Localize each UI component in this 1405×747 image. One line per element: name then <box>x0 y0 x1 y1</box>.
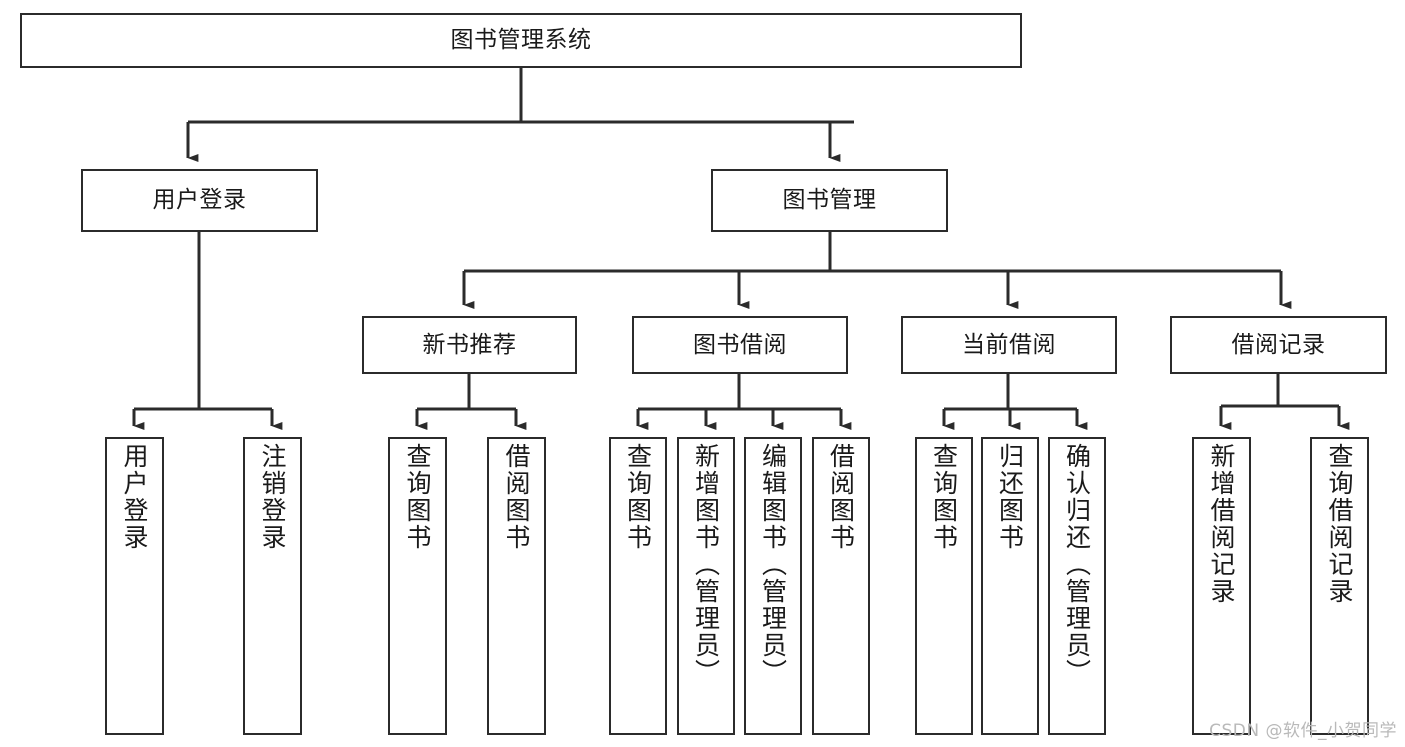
node-leaf-logout-login-label: 注销登录 <box>258 443 287 551</box>
node-leaf-add-borrow-record[interactable]: 新增借阅记录 <box>1192 437 1251 735</box>
node-book-manage[interactable]: 图书管理 <box>711 169 948 232</box>
node-leaf-confirm-return-admin[interactable]: 确认归还（管理员） <box>1048 437 1106 735</box>
node-leaf-user-login-label: 用户登录 <box>120 443 149 551</box>
node-leaf-edit-book-admin[interactable]: 编辑图书（管理员） <box>744 437 802 735</box>
node-leaf-query-book-2-label: 查询图书 <box>623 443 653 551</box>
node-leaf-borrow-book-2[interactable]: 借阅图书 <box>812 437 870 735</box>
node-leaf-confirm-return-admin-label: 确认归还（管理员） <box>1062 443 1092 686</box>
node-leaf-query-book-3-label: 查询图书 <box>929 443 959 551</box>
node-user-login[interactable]: 用户登录 <box>81 169 318 232</box>
node-leaf-add-book-admin-label: 新增图书（管理员） <box>691 443 721 686</box>
node-leaf-return-book[interactable]: 归还图书 <box>981 437 1039 735</box>
node-leaf-query-book-3[interactable]: 查询图书 <box>915 437 973 735</box>
node-new-book-recommend-label: 新书推荐 <box>422 331 517 358</box>
node-leaf-query-book-2[interactable]: 查询图书 <box>609 437 667 735</box>
node-leaf-edit-book-admin-label: 编辑图书（管理员） <box>758 443 788 686</box>
node-current-borrow-label: 当前借阅 <box>962 331 1056 358</box>
node-leaf-add-borrow-record-label: 新增借阅记录 <box>1207 443 1236 605</box>
node-leaf-borrow-book-2-label: 借阅图书 <box>826 443 856 551</box>
node-leaf-return-book-label: 归还图书 <box>995 443 1025 551</box>
node-root-label: 图书管理系统 <box>450 27 592 54</box>
node-root[interactable]: 图书管理系统 <box>20 13 1022 68</box>
node-borrow-record[interactable]: 借阅记录 <box>1170 316 1387 374</box>
node-leaf-user-login[interactable]: 用户登录 <box>105 437 164 735</box>
node-book-manage-label: 图书管理 <box>782 187 877 214</box>
node-current-borrow[interactable]: 当前借阅 <box>901 316 1117 374</box>
node-leaf-borrow-book-1[interactable]: 借阅图书 <box>487 437 546 735</box>
node-leaf-query-book-1[interactable]: 查询图书 <box>388 437 447 735</box>
node-new-book-recommend[interactable]: 新书推荐 <box>362 316 577 374</box>
node-leaf-query-book-1-label: 查询图书 <box>403 443 432 551</box>
node-leaf-query-borrow-record[interactable]: 查询借阅记录 <box>1310 437 1369 735</box>
node-user-login-label: 用户登录 <box>152 187 247 214</box>
node-leaf-add-book-admin[interactable]: 新增图书（管理员） <box>677 437 735 735</box>
node-leaf-logout-login[interactable]: 注销登录 <box>243 437 302 735</box>
node-borrow-record-label: 借阅记录 <box>1231 331 1326 358</box>
node-book-borrow-label: 图书借阅 <box>693 331 787 358</box>
node-leaf-borrow-book-1-label: 借阅图书 <box>502 443 531 551</box>
node-leaf-query-borrow-record-label: 查询借阅记录 <box>1325 443 1354 605</box>
node-book-borrow[interactable]: 图书借阅 <box>632 316 848 374</box>
